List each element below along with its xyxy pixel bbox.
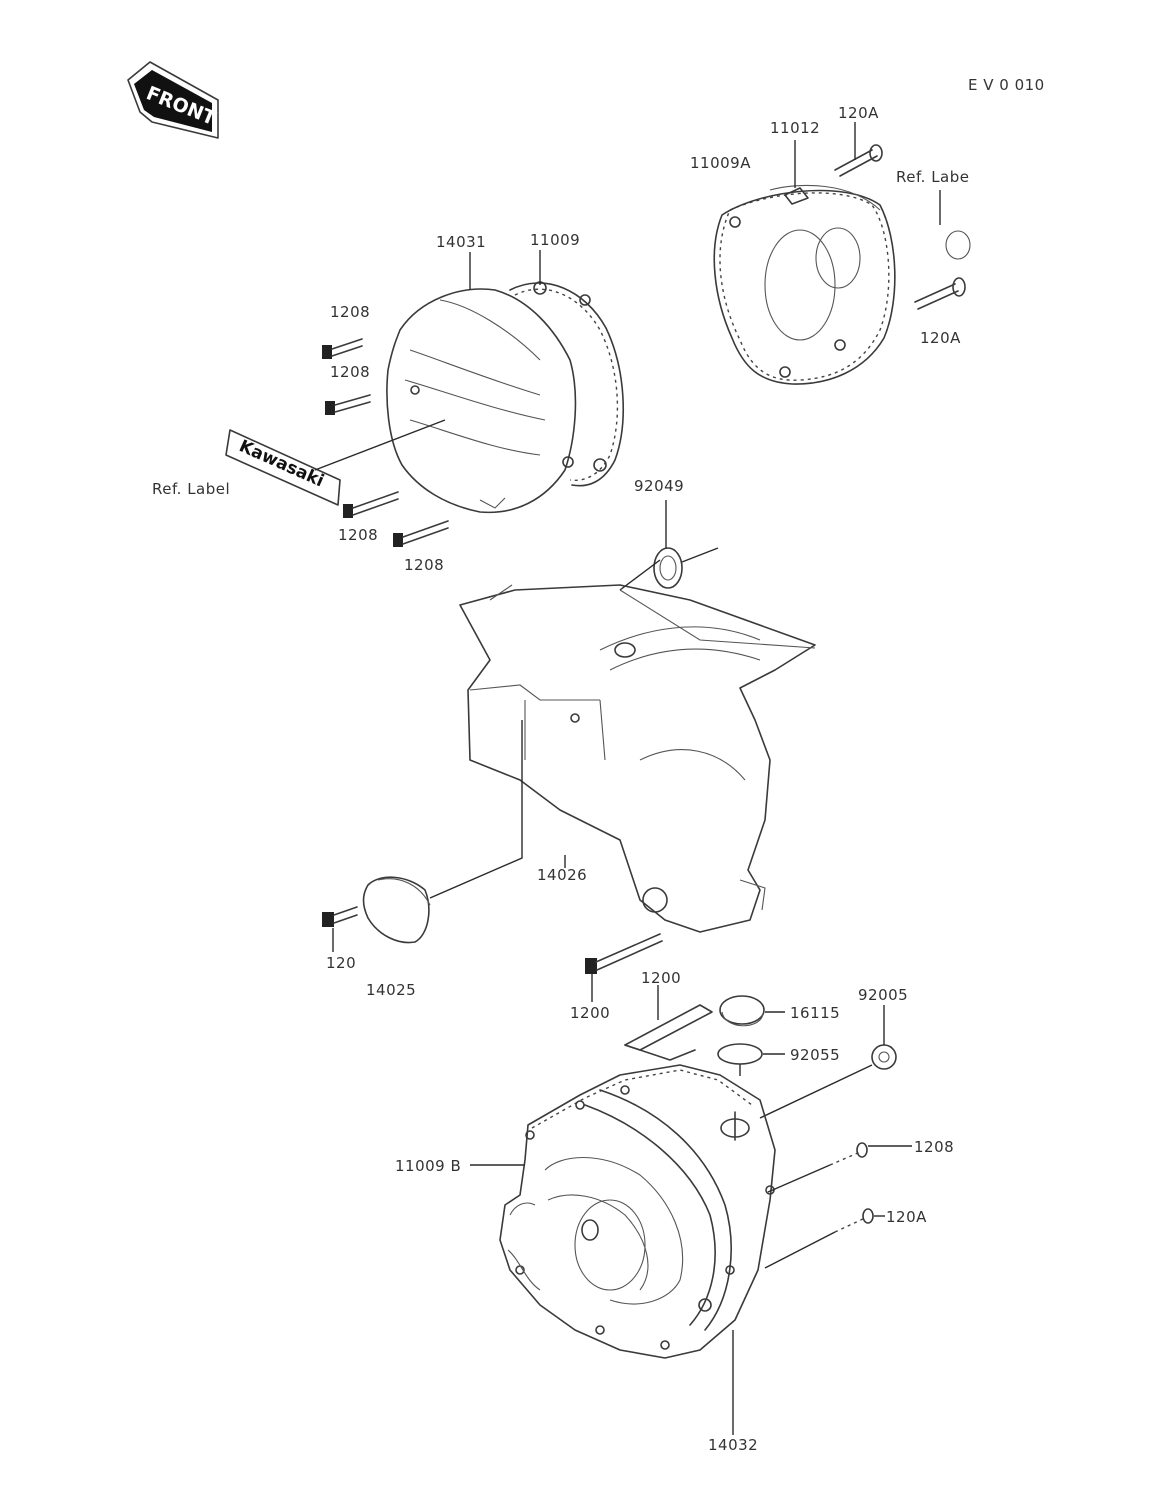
label-1208-c: 1208 [338, 526, 378, 544]
label-120A-bot: 120A [886, 1208, 927, 1226]
bolt-1208-b [325, 394, 371, 415]
bolt-1208-lower [829, 1142, 868, 1166]
label-11009A: 11009A [690, 154, 751, 172]
label-1208-a: 1208 [330, 303, 370, 321]
label-14032: 14032 [708, 1436, 758, 1454]
bolt-120A-lower [834, 1208, 874, 1233]
gasket-11009 [509, 281, 625, 487]
bolt-1200 [585, 933, 663, 974]
label-1208-b: 1208 [330, 363, 370, 381]
plug-92005 [871, 1044, 897, 1070]
bolt-1208-c [343, 491, 399, 518]
label-92055: 92055 [790, 1046, 840, 1064]
oring-92055 [717, 1043, 763, 1065]
label-120A-mid: 120A [920, 329, 961, 347]
label-92005: 92005 [858, 986, 908, 1004]
label-1208-e: 1208 [914, 1138, 954, 1156]
label-120: 120 [326, 954, 356, 972]
label-11009: 11009 [530, 231, 580, 249]
housing-14032 [499, 1064, 776, 1359]
label-92049: 92049 [634, 477, 684, 495]
label-14026: 14026 [537, 866, 587, 884]
label-ref-label-top: Ref. Labe [896, 168, 970, 186]
housing-14026 [459, 584, 816, 933]
label-14025: 14025 [366, 981, 416, 999]
label-14031: 14031 [436, 233, 486, 251]
label-1200-b: 1200 [570, 1004, 610, 1022]
bolt-1208-a [322, 338, 363, 359]
bolt-120A-top [834, 144, 883, 177]
label-1208-d: 1208 [404, 556, 444, 574]
bolt-120A-mid [914, 277, 966, 310]
figure-code: E V 0 010 [968, 76, 1045, 94]
cover-14031 [386, 288, 577, 514]
label-11009B: 11009 B [395, 1157, 461, 1175]
cover-11009A [713, 184, 896, 385]
front-badge: FRONT [127, 61, 219, 139]
label-120A-top: 120A [838, 104, 879, 122]
cap-16115 [719, 995, 765, 1027]
label-16115: 16115 [790, 1004, 840, 1022]
label-ref-label-left: Ref. Label [152, 480, 230, 498]
seal-92049 [619, 547, 719, 591]
ref-label-top-part [945, 230, 971, 260]
label-1200-a: 1200 [641, 969, 681, 987]
bracket-1200 [624, 1004, 713, 1061]
kawasaki-emblem-text: Kawasaki [236, 436, 327, 491]
bolt-1208-d [393, 520, 449, 547]
label-11012: 11012 [770, 119, 820, 137]
spacer-14025 [362, 876, 431, 944]
bolt-120 [322, 906, 358, 927]
